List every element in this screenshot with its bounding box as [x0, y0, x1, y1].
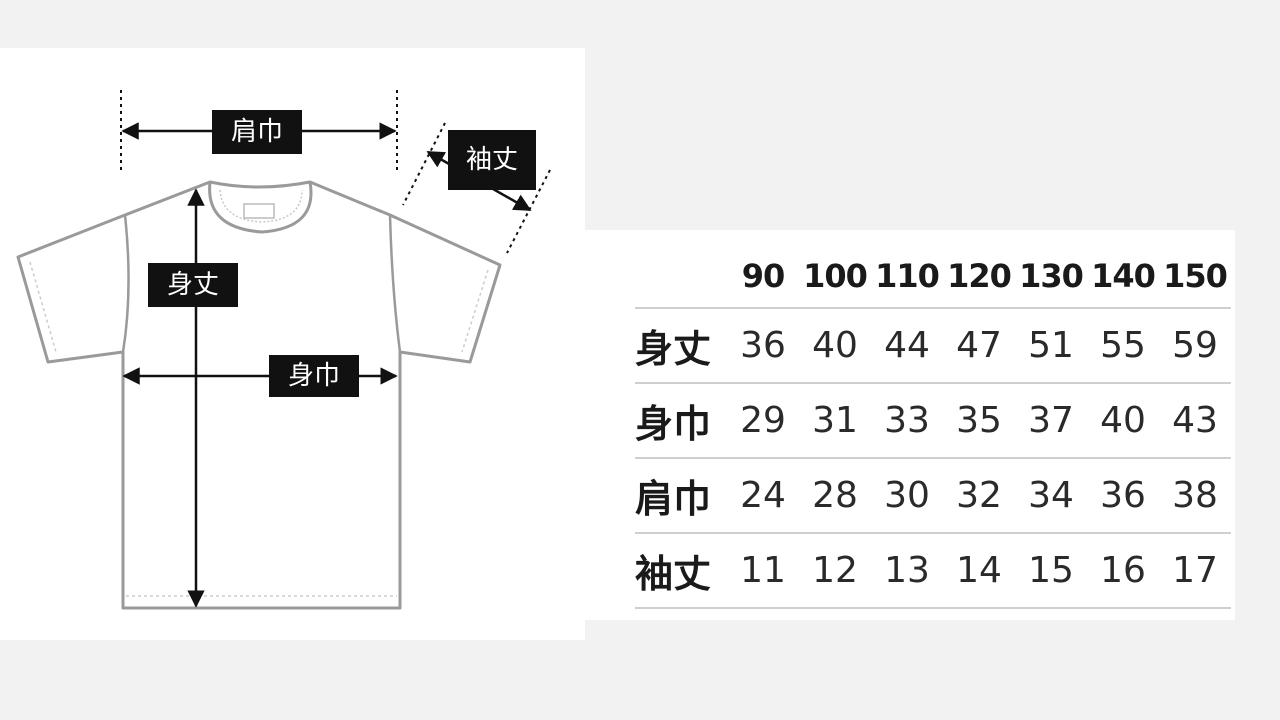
row-label: 身巾 — [635, 382, 727, 458]
table-cell: 36 — [727, 307, 799, 383]
table-cell: 14 — [943, 532, 1015, 609]
table-cell: 24 — [727, 457, 799, 533]
shoulder-width-label: 肩巾 — [212, 110, 302, 154]
table-cell: 34 — [1015, 457, 1087, 533]
size-col-header: 130 — [1019, 257, 1084, 295]
table-cell: 33 — [871, 382, 943, 458]
table-cell: 11 — [727, 532, 799, 609]
size-col-header: 150 — [1163, 257, 1228, 295]
table-cell: 38 — [1159, 457, 1231, 533]
size-col-header: 90 — [741, 257, 786, 295]
table-cell: 12 — [799, 532, 871, 609]
row-label: 身丈 — [635, 307, 727, 383]
table-cell: 35 — [943, 382, 1015, 458]
size-table: 90 100 110 120 130 140 150 身丈 36 40 44 4… — [635, 245, 1231, 609]
table-cell: 32 — [943, 457, 1015, 533]
table-cell: 31 — [799, 382, 871, 458]
table-cell: 51 — [1015, 307, 1087, 383]
table-cell: 36 — [1087, 457, 1159, 533]
table-row: 身丈 36 40 44 47 51 55 59 — [635, 307, 1231, 383]
table-cell: 29 — [727, 382, 799, 458]
table-cell: 37 — [1015, 382, 1087, 458]
table-cell: 28 — [799, 457, 871, 533]
table-cell: 30 — [871, 457, 943, 533]
size-col-header: 110 — [875, 257, 940, 295]
row-label: 袖丈 — [635, 532, 727, 609]
table-cell: 13 — [871, 532, 943, 609]
size-col-header: 140 — [1091, 257, 1156, 295]
sleeve-length-label: 袖丈 — [448, 130, 536, 190]
table-row: 肩巾 24 28 30 32 34 36 38 — [635, 457, 1231, 533]
table-cell: 40 — [799, 307, 871, 383]
table-cell: 17 — [1159, 532, 1231, 609]
table-row: 袖丈 11 12 13 14 15 16 17 — [635, 532, 1231, 609]
table-cell: 44 — [871, 307, 943, 383]
neck-tag — [243, 203, 275, 219]
table-cell: 16 — [1087, 532, 1159, 609]
tshirt-diagram — [16, 90, 551, 610]
row-label: 肩巾 — [635, 457, 727, 533]
size-header-row: 90 100 110 120 130 140 150 — [635, 245, 1231, 308]
header-corner — [635, 245, 727, 308]
table-cell: 47 — [943, 307, 1015, 383]
size-col-header: 120 — [947, 257, 1012, 295]
tshirt-collar — [208, 181, 313, 234]
table-cell: 40 — [1087, 382, 1159, 458]
tshirt-outline — [16, 180, 502, 610]
table-cell: 43 — [1159, 382, 1231, 458]
size-col-header: 100 — [803, 257, 868, 295]
table-row: 身巾 29 31 33 35 37 40 43 — [635, 382, 1231, 458]
table-cell: 59 — [1159, 307, 1231, 383]
body-width-label: 身巾 — [269, 355, 359, 397]
body-length-label: 身丈 — [148, 263, 238, 307]
table-cell: 55 — [1087, 307, 1159, 383]
table-cell: 15 — [1015, 532, 1087, 609]
